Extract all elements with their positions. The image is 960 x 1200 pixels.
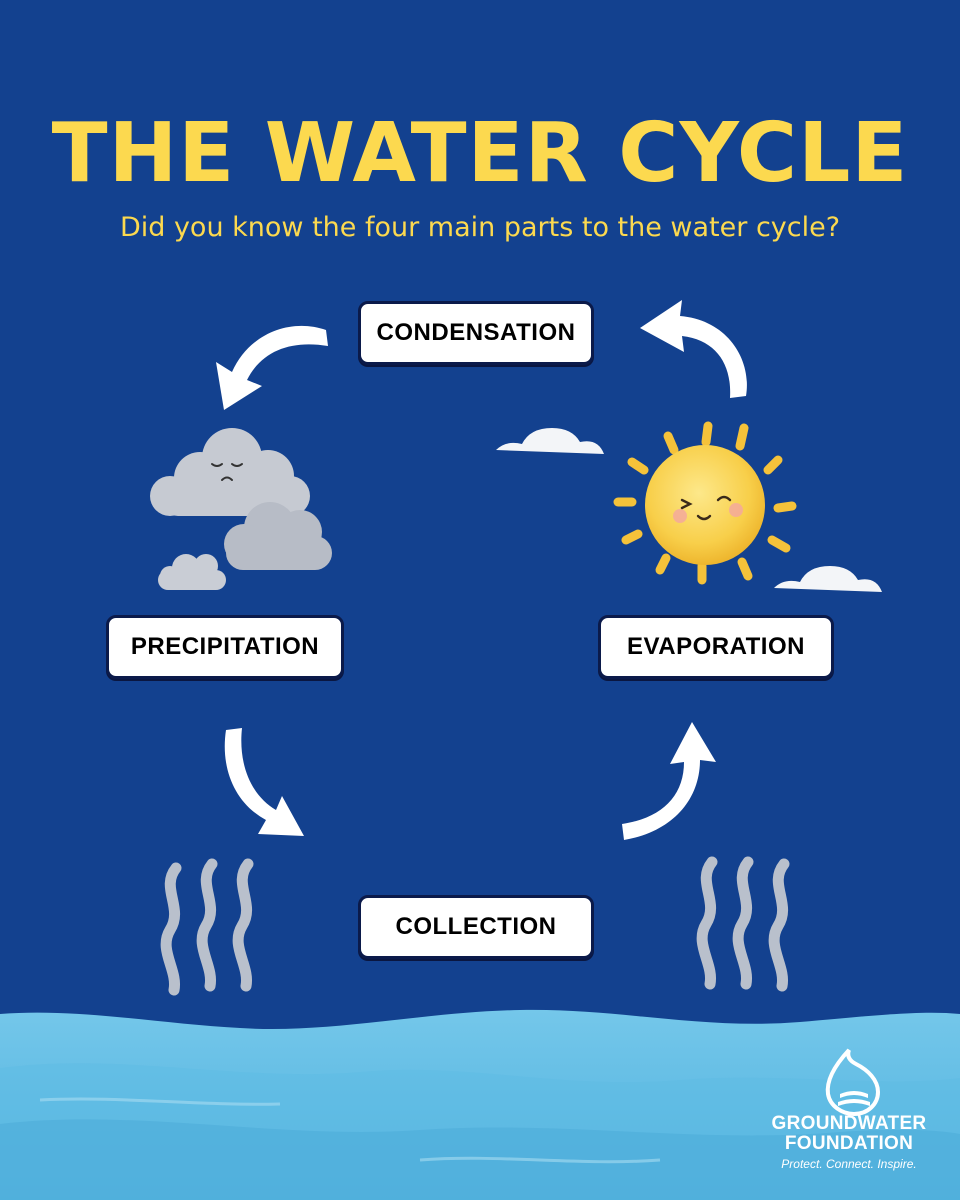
stage-label-evaporation: EVAPORATION: [598, 615, 834, 679]
arrow-icon: [216, 325, 328, 410]
sun-icon: [613, 421, 797, 585]
cloud-icon: [158, 554, 226, 590]
stage-label-precipitation: PRECIPITATION: [106, 615, 344, 679]
stage-label-condensation: CONDENSATION: [358, 301, 594, 365]
water-waves: [0, 1009, 960, 1200]
logo-tagline: Protect. Connect. Inspire.: [781, 1157, 917, 1171]
page-subtitle: Did you know the four main parts to the …: [119, 212, 841, 243]
groundwater-drop-logo: [825, 1048, 881, 1117]
cloud-icon: [496, 428, 604, 454]
logo-name-line1: GROUNDWATER: [771, 1113, 927, 1134]
arrow-icon: [622, 722, 716, 840]
groundwater-foundation-logo: GROUNDWATER FOUNDATION Protect. Connect.…: [764, 1046, 934, 1172]
cloud-face: [211, 463, 243, 481]
cloud-icon: [224, 502, 332, 570]
cloud-icon: [150, 428, 310, 516]
cloud-icon: [774, 566, 882, 592]
arrow-icon: [224, 728, 304, 836]
stage-label-collection: COLLECTION: [358, 895, 594, 959]
logo-name-line2: FOUNDATION: [784, 1133, 914, 1154]
steam-icon: [696, 856, 790, 992]
page-title: THE WATER CYCLE: [51, 106, 909, 201]
steam-icon: [160, 858, 254, 996]
arrow-icon: [640, 300, 747, 398]
